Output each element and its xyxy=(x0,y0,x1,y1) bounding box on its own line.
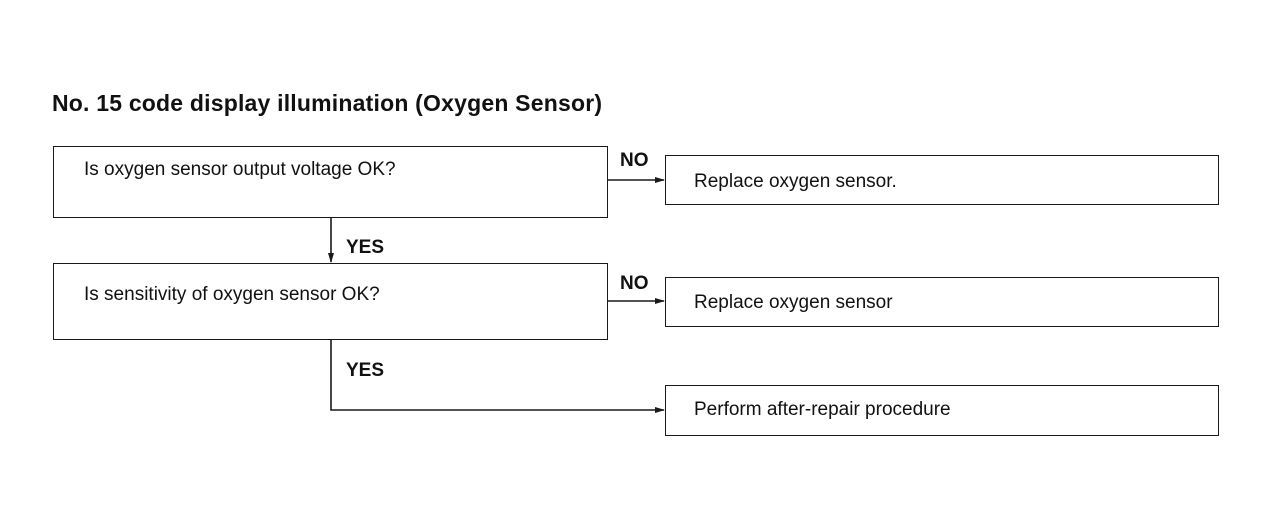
action-text: Perform after-repair procedure xyxy=(694,399,951,420)
question-box-output-voltage: Is oxygen sensor output voltage OK? xyxy=(53,146,608,218)
question-text: Is oxygen sensor output voltage OK? xyxy=(84,159,396,180)
action-text: Replace oxygen sensor xyxy=(694,292,893,313)
question-box-sensitivity: Is sensitivity of oxygen sensor OK? xyxy=(53,263,608,340)
action-box-replace-sensor-1: Replace oxygen sensor. xyxy=(665,155,1219,205)
edge-label-yes-2: YES xyxy=(346,360,385,381)
arrow-yes-2 xyxy=(330,340,665,413)
action-box-replace-sensor-2: Replace oxygen sensor xyxy=(665,277,1219,327)
action-text: Replace oxygen sensor. xyxy=(694,171,897,192)
edge-label-no-1: NO xyxy=(620,150,649,171)
page-title: No. 15 code display illumination (Oxygen… xyxy=(52,90,603,116)
action-box-after-repair: Perform after-repair procedure xyxy=(665,385,1219,436)
edge-label-yes-1: YES xyxy=(346,237,385,258)
edge-label-no-2: NO xyxy=(620,273,649,294)
question-text: Is sensitivity of oxygen sensor OK? xyxy=(84,284,380,305)
